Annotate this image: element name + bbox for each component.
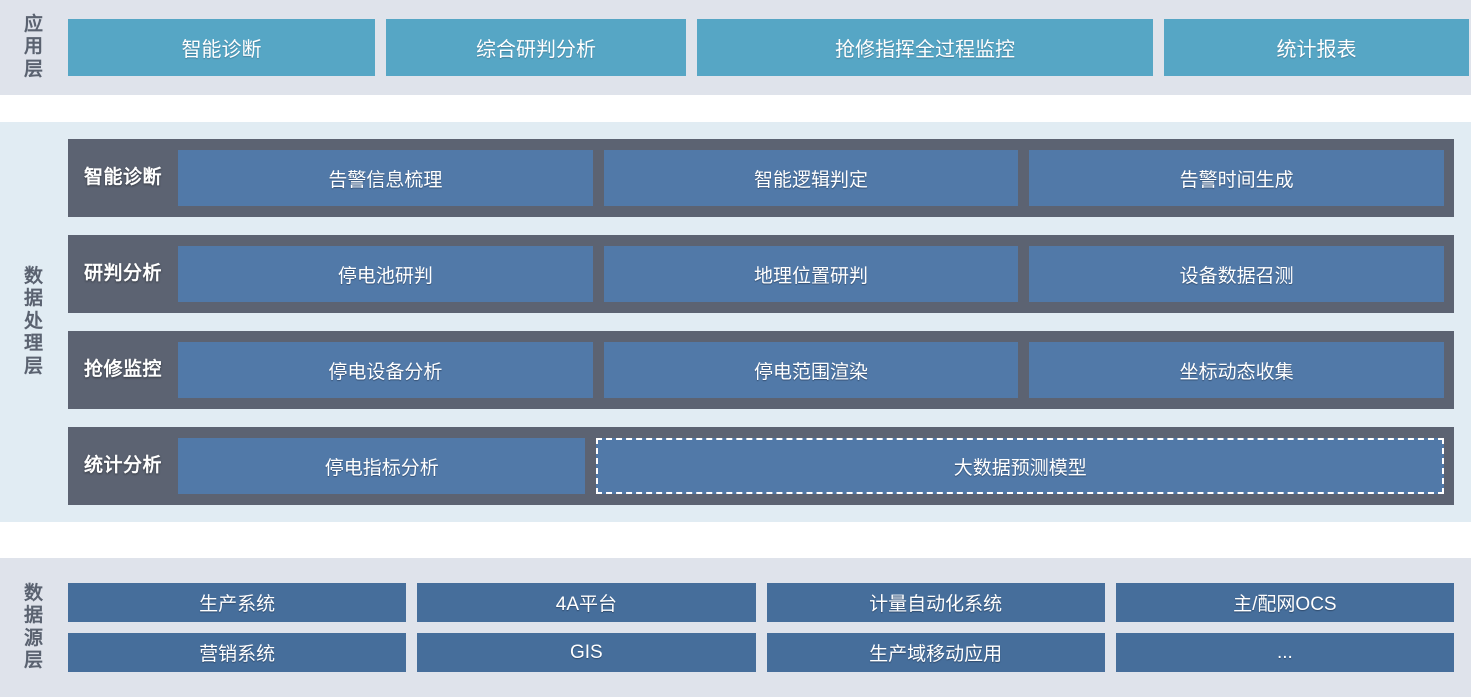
proc-row-intelligent-diagnosis: 智能诊断 告警信息梳理 智能逻辑判定 告警时间生成: [68, 139, 1454, 217]
application-layer-label-text: 应用层: [23, 13, 44, 80]
app-box-label: 抢修指挥全过程监控: [835, 39, 1015, 61]
proc-row-statistical-analysis: 统计分析 停电指标分析 大数据预测模型: [68, 427, 1454, 505]
application-layer-body: 智能诊断 综合研判分析 抢修指挥全过程监控 统计报表: [68, 19, 1471, 76]
proc-cell-device-data-polling[interactable]: 设备数据召测: [1029, 246, 1445, 302]
proc-row-key: 统计分析: [83, 454, 162, 476]
application-layer-band: 应用层 智能诊断 综合研判分析 抢修指挥全过程监控 统计报表: [0, 0, 1471, 95]
proc-cell-label: 告警信息梳理: [328, 169, 443, 191]
proc-cell-label: 停电指标分析: [324, 457, 439, 479]
proc-row-key: 研判分析: [83, 262, 162, 284]
source-box-label: ...: [1276, 641, 1293, 663]
data-source-layer-label-text: 数据源层: [23, 582, 44, 671]
source-box-main-distribution-ocs[interactable]: 主/配网OCS: [1115, 583, 1454, 622]
proc-cell-geographic-location-judgment[interactable]: 地理位置研判: [603, 246, 1019, 302]
proc-cell-alarm-time-generation[interactable]: 告警时间生成: [1029, 150, 1445, 206]
proc-cell-label: 告警时间生成: [1179, 169, 1294, 191]
proc-cell-label: 地理位置研判: [754, 265, 869, 287]
app-box-intelligent-diagnosis[interactable]: 智能诊断: [68, 19, 375, 76]
application-layer-label: 应用层: [0, 14, 68, 81]
source-box-label: 计量自动化系统: [869, 594, 1003, 615]
source-box-label: 4A平台: [555, 594, 617, 615]
data-source-grid: 生产系统 4A平台 计量自动化系统 主/配网OCS 营销系统: [68, 558, 1471, 697]
proc-cell-outage-device-analysis[interactable]: 停电设备分析: [178, 342, 593, 398]
proc-cell-label: 停电池研判: [337, 265, 433, 287]
data-processing-layer-label: 数据处理层: [0, 122, 68, 522]
app-box-statistical-report[interactable]: 统计报表: [1164, 19, 1469, 76]
proc-row-repair-monitoring: 抢修监控 停电设备分析 停电范围渲染 坐标动态收集: [68, 331, 1454, 409]
source-box-more[interactable]: ...: [1115, 633, 1454, 672]
data-source-layer-label: 数据源层: [0, 558, 68, 697]
proc-cell-label: 设备数据召测: [1179, 265, 1294, 287]
proc-cell-intelligent-logic-decision[interactable]: 智能逻辑判定: [603, 150, 1019, 206]
source-box-gis[interactable]: GIS: [417, 633, 756, 672]
proc-cell-label: 智能逻辑判定: [754, 169, 869, 191]
source-box-production-mobile-app[interactable]: 生产域移动应用: [766, 633, 1105, 672]
source-box-label: 生产系统: [199, 594, 276, 615]
proc-cell-label: 停电范围渲染: [754, 361, 869, 383]
source-box-label: 主/配网OCS: [1233, 594, 1337, 615]
source-box-production-system[interactable]: 生产系统: [68, 583, 407, 622]
data-processing-layer-body: 智能诊断 告警信息梳理 智能逻辑判定 告警时间生成 研判分: [68, 122, 1471, 522]
proc-row-cells: 停电指标分析 大数据预测模型: [178, 438, 1444, 494]
data-source-row-1: 生产系统 4A平台 计量自动化系统 主/配网OCS: [68, 583, 1454, 622]
app-box-label: 统计报表: [1276, 39, 1357, 61]
proc-cell-bigdata-prediction-model[interactable]: 大数据预测模型: [596, 438, 1444, 494]
data-source-row-2: 营销系统 GIS 生产域移动应用 ...: [68, 633, 1454, 672]
data-source-layer-band: 数据源层 生产系统 4A平台 计量自动化系统 主/配网OCS: [0, 558, 1471, 697]
proc-cell-label: 停电设备分析: [328, 361, 443, 383]
proc-cell-outage-range-rendering[interactable]: 停电范围渲染: [603, 342, 1019, 398]
proc-cell-outage-index-analysis[interactable]: 停电指标分析: [178, 438, 586, 494]
source-box-label: 生产域移动应用: [869, 644, 1003, 665]
source-box-4a-platform[interactable]: 4A平台: [417, 583, 756, 622]
proc-row-key: 智能诊断: [83, 166, 162, 188]
app-box-label: 综合研判分析: [476, 39, 596, 61]
application-box-row: 智能诊断 综合研判分析 抢修指挥全过程监控 统计报表: [68, 19, 1471, 76]
data-processing-layer-band: 数据处理层 智能诊断 告警信息梳理 智能逻辑判定 告警时间生成: [0, 122, 1471, 522]
data-processing-rows: 智能诊断 告警信息梳理 智能逻辑判定 告警时间生成 研判分: [68, 122, 1471, 522]
proc-cell-label: 坐标动态收集: [1179, 361, 1294, 383]
proc-row-key: 抢修监控: [83, 358, 162, 380]
proc-cell-label: 大数据预测模型: [953, 457, 1087, 479]
source-box-label: 营销系统: [199, 644, 276, 665]
app-box-label: 智能诊断: [181, 39, 262, 61]
data-source-layer-body: 生产系统 4A平台 计量自动化系统 主/配网OCS 营销系统: [68, 558, 1471, 697]
proc-row-cells: 停电池研判 地理位置研判 设备数据召测: [178, 246, 1445, 302]
source-box-marketing-system[interactable]: 营销系统: [68, 633, 407, 672]
source-box-metering-automation-system[interactable]: 计量自动化系统: [766, 583, 1105, 622]
proc-row-cells: 停电设备分析 停电范围渲染 坐标动态收集: [178, 342, 1445, 398]
proc-cell-coordinate-dynamic-collection[interactable]: 坐标动态收集: [1029, 342, 1445, 398]
proc-row-judgment-analysis: 研判分析 停电池研判 地理位置研判 设备数据召测: [68, 235, 1454, 313]
proc-row-cells: 告警信息梳理 智能逻辑判定 告警时间生成: [178, 150, 1445, 206]
source-box-label: GIS: [570, 641, 603, 663]
proc-cell-outage-pool-judgment[interactable]: 停电池研判: [178, 246, 593, 302]
proc-cell-alarm-info-sorting[interactable]: 告警信息梳理: [178, 150, 593, 206]
app-box-repair-command-monitoring[interactable]: 抢修指挥全过程监控: [697, 19, 1153, 76]
data-processing-layer-label-text: 数据处理层: [23, 265, 44, 377]
app-box-comprehensive-analysis[interactable]: 综合研判分析: [386, 19, 686, 76]
